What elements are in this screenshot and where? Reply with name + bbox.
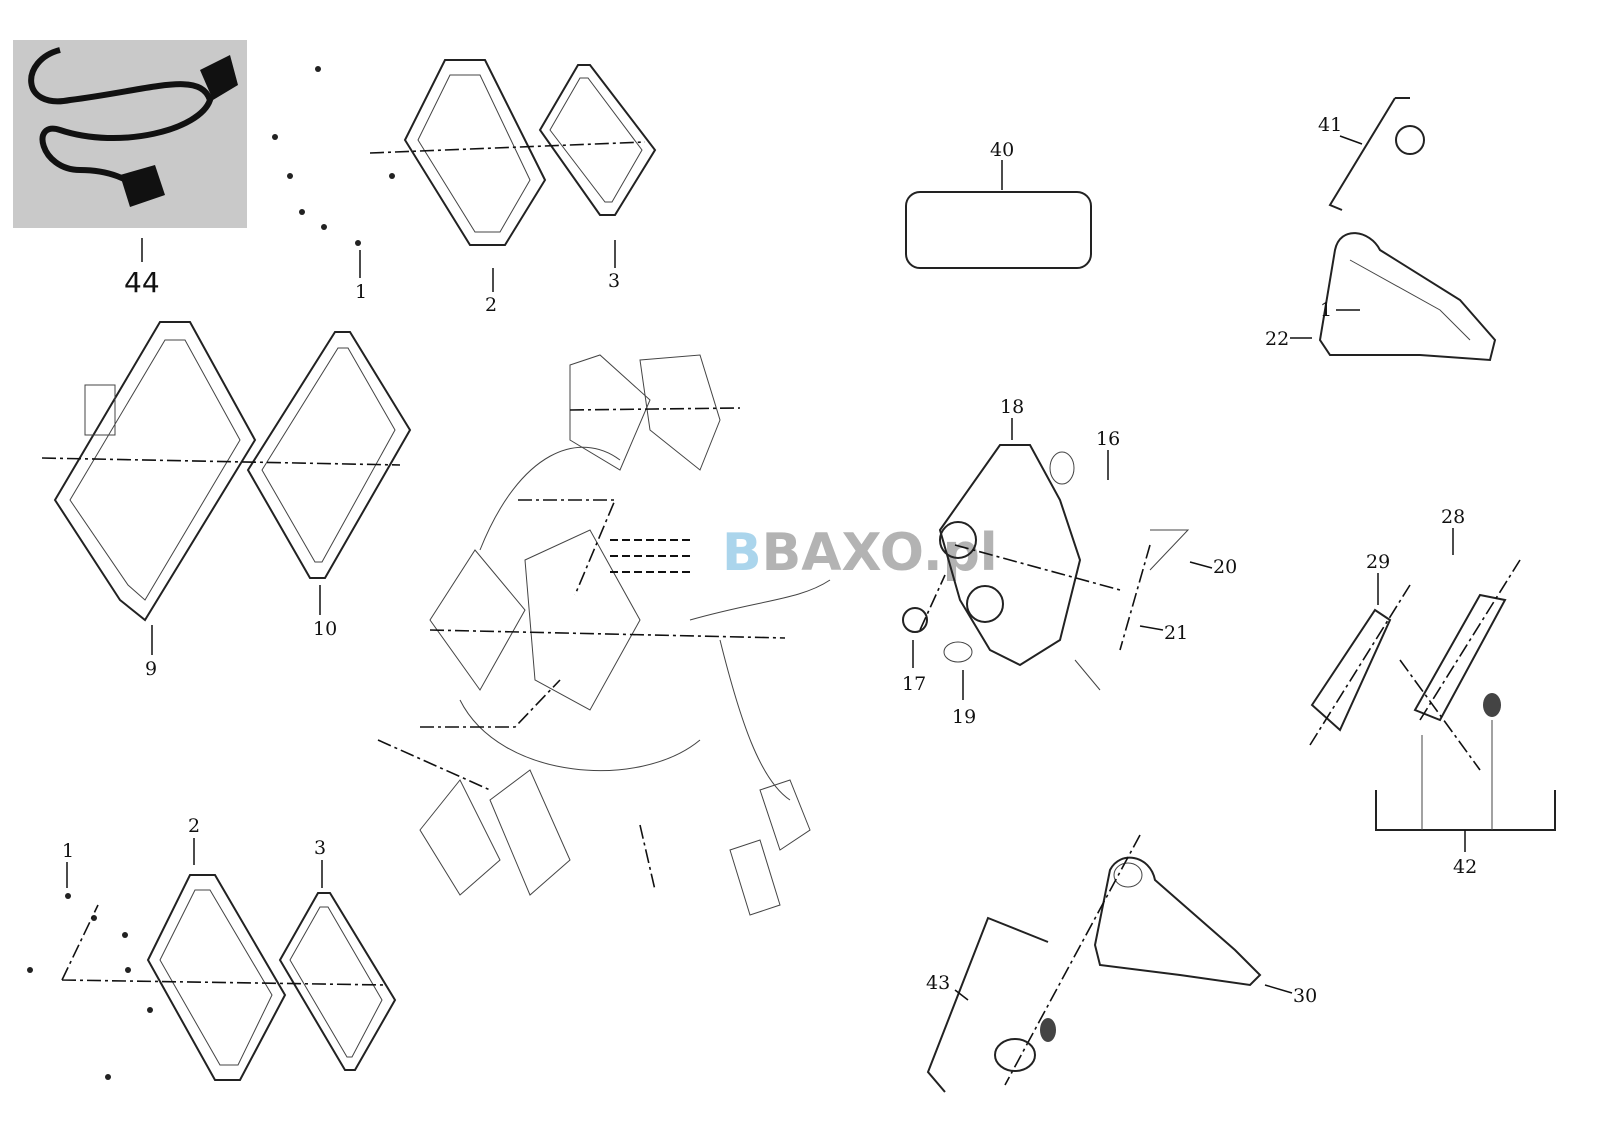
part-label: 18 — [1000, 396, 1024, 418]
light-bar-assembly — [1309, 559, 1556, 831]
part-label: 1 — [1320, 299, 1332, 321]
part-label: 41 — [1318, 114, 1342, 136]
leader-21 — [1139, 625, 1164, 631]
part-label: 1 — [355, 281, 367, 303]
part-label: 16 — [1096, 428, 1120, 450]
part-label: 22 — [1265, 328, 1289, 350]
part-label: 3 — [314, 837, 326, 859]
large-housing-frames — [41, 321, 412, 622]
part-label: 20 — [1213, 556, 1237, 578]
leader-30 — [1264, 984, 1293, 994]
label-plate-40 — [905, 191, 1092, 269]
part-label: 9 — [145, 658, 157, 680]
part-label: 40 — [990, 139, 1014, 161]
leader-20 — [1189, 561, 1213, 569]
extension-cable-photo — [13, 40, 247, 228]
part-label: 10 — [313, 618, 337, 640]
leader-41 — [1339, 135, 1363, 145]
part-label: 42 — [1453, 856, 1477, 878]
part-label: 3 — [608, 270, 620, 292]
central-electronics-assembly — [377, 354, 831, 916]
part-label: 30 — [1293, 985, 1317, 1007]
handle-assembly-22 — [1318, 97, 1497, 362]
part-number-labels: 44 1 2 3 40 41 1 22 9 10 18 16 20 21 17 … — [62, 114, 1477, 1007]
part-label: 29 — [1366, 551, 1390, 573]
part-label: 1 — [62, 840, 74, 862]
part-label: 43 — [926, 972, 950, 994]
leader-43 — [954, 989, 969, 1001]
front-frame-bottom — [61, 874, 397, 1081]
part-label: 2 — [188, 815, 200, 837]
part-label: 28 — [1441, 506, 1465, 528]
handle-assembly-30 — [926, 834, 1262, 1093]
screws — [27, 66, 395, 1080]
front-frame-top — [369, 59, 657, 246]
hinge-block-18 — [902, 444, 1190, 691]
watermark: BBAXO.pl — [722, 523, 998, 583]
part-label: 21 — [1164, 622, 1188, 644]
part-label: 19 — [952, 706, 976, 728]
part-label: 44 — [124, 266, 160, 299]
part-label: 2 — [485, 294, 497, 316]
part-label: 17 — [902, 673, 926, 695]
